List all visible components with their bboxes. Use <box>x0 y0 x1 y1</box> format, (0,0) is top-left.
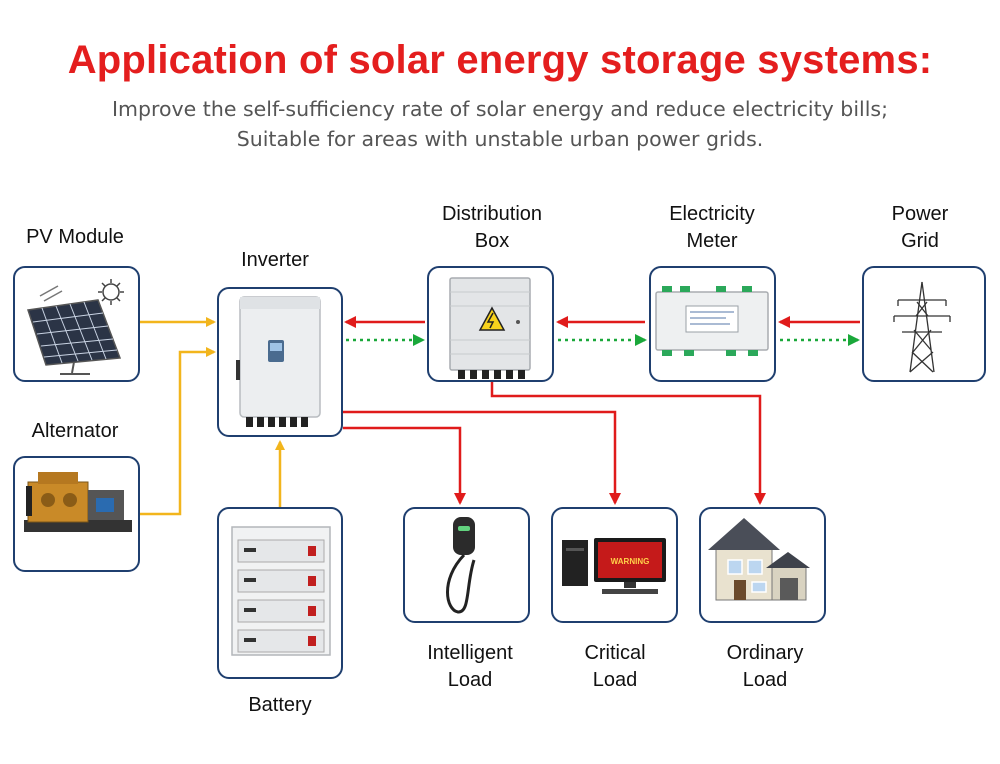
distribution-box-icon <box>449 277 531 379</box>
distribution-box-label-line2: Box <box>474 230 510 252</box>
distribution-to-ordinary-load-arrow <box>490 382 766 505</box>
pv-module-label: PV Module <box>26 226 124 248</box>
house-icon <box>708 518 810 601</box>
alternator-to-inverter-arrow <box>140 347 216 516</box>
subtitle-line-2: Suitable for areas with unstable urban p… <box>236 127 764 151</box>
inverter-to-critical-load-arrow <box>343 410 621 505</box>
generator-icon <box>24 472 132 532</box>
ordinary-load-label-line1: Ordinary <box>726 642 804 664</box>
power-grid-label-line1: Power <box>891 203 949 225</box>
alternator-label: Alternator <box>31 420 119 442</box>
ev-charger-icon <box>446 517 476 614</box>
page-title: Application of solar energy storage syst… <box>67 38 933 82</box>
electricity-meter-label-line1: Electricity <box>669 203 755 225</box>
subtitle-line-1: Improve the self-sufficiency rate of sol… <box>111 97 888 121</box>
electricity-meter-label: Electricity Meter <box>632 201 792 255</box>
power-grid-label-line2: Grid <box>901 230 939 252</box>
distribution-box-label-line1: Distribution <box>441 203 543 225</box>
inverter-icon <box>236 296 321 427</box>
ordinary-load-label-line2: Load <box>742 669 788 691</box>
intelligent-load-label: Intelligent Load <box>395 640 545 694</box>
electricity-meter-label-line2: Meter <box>686 230 738 252</box>
intelligent-load-label-line2: Load <box>447 669 493 691</box>
transmission-tower-icon <box>893 281 951 373</box>
power-grid-label: Power Grid <box>860 201 980 255</box>
solar-panel-icon <box>27 279 124 375</box>
monitor-warning-text: WARNING <box>611 557 650 566</box>
inverter-to-intelligent-load-arrow <box>343 426 466 505</box>
computer-icon: WARNING <box>562 538 666 594</box>
battery-stack-icon <box>231 526 331 656</box>
battery-label: Battery <box>248 694 312 716</box>
inverter-label: Inverter <box>241 249 309 271</box>
critical-load-label-line2: Load <box>592 669 638 691</box>
distribution-box-label: Distribution Box <box>412 201 572 255</box>
electricity-meter-icon <box>655 286 769 356</box>
critical-load-label: Critical Load <box>545 640 685 694</box>
intelligent-load-label-line1: Intelligent <box>427 642 513 664</box>
ordinary-load-label: Ordinary Load <box>695 640 835 694</box>
critical-load-label-line1: Critical <box>584 642 646 664</box>
